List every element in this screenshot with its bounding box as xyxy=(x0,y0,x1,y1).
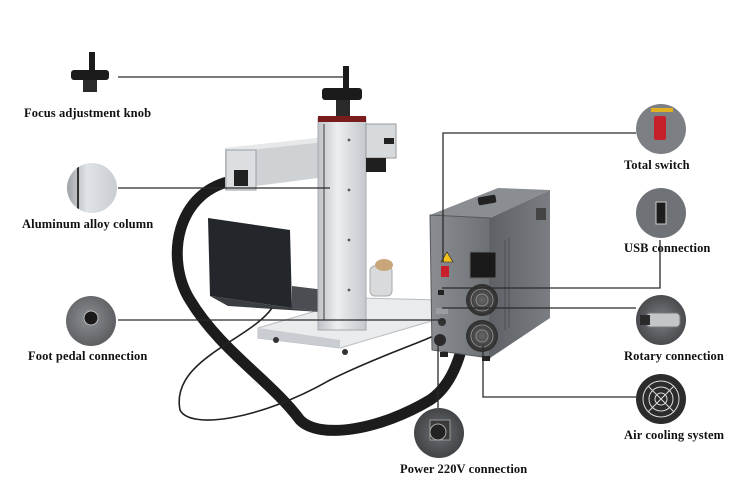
fiber-cable xyxy=(171,174,476,436)
usb-port-icon xyxy=(636,188,686,238)
focus-knob xyxy=(322,66,362,116)
foot-pedal-port-icon xyxy=(66,296,116,346)
foot-pedal-cable xyxy=(178,307,446,421)
laser-head xyxy=(365,123,397,172)
callout-label-column: Aluminum alloy column xyxy=(22,217,154,231)
callout-label-usb: USB connection xyxy=(624,241,711,255)
callout-label-cooling: Air cooling system xyxy=(624,428,725,442)
callout-label-foot-pedal: Foot pedal connection xyxy=(28,349,148,363)
callout-label-focus: Focus adjustment knob xyxy=(24,106,152,120)
callout-label-power: Power 220V connection xyxy=(400,462,528,476)
rotary-fixture xyxy=(369,259,393,297)
callout-label-switch: Total switch xyxy=(624,158,690,172)
column-icon xyxy=(67,163,117,213)
power-connector-icon xyxy=(414,408,464,458)
callout-label-rotary: Rotary connection xyxy=(624,349,724,363)
knob-icon xyxy=(65,48,115,100)
aluminum-column xyxy=(317,116,367,331)
fan-icon xyxy=(636,374,686,424)
controller-cabinet xyxy=(429,188,550,361)
power-switch-icon xyxy=(636,104,686,154)
laptop xyxy=(208,218,325,312)
rotary-connector-icon xyxy=(636,295,686,345)
laser-arm xyxy=(225,138,325,191)
leader-lines xyxy=(118,76,661,408)
